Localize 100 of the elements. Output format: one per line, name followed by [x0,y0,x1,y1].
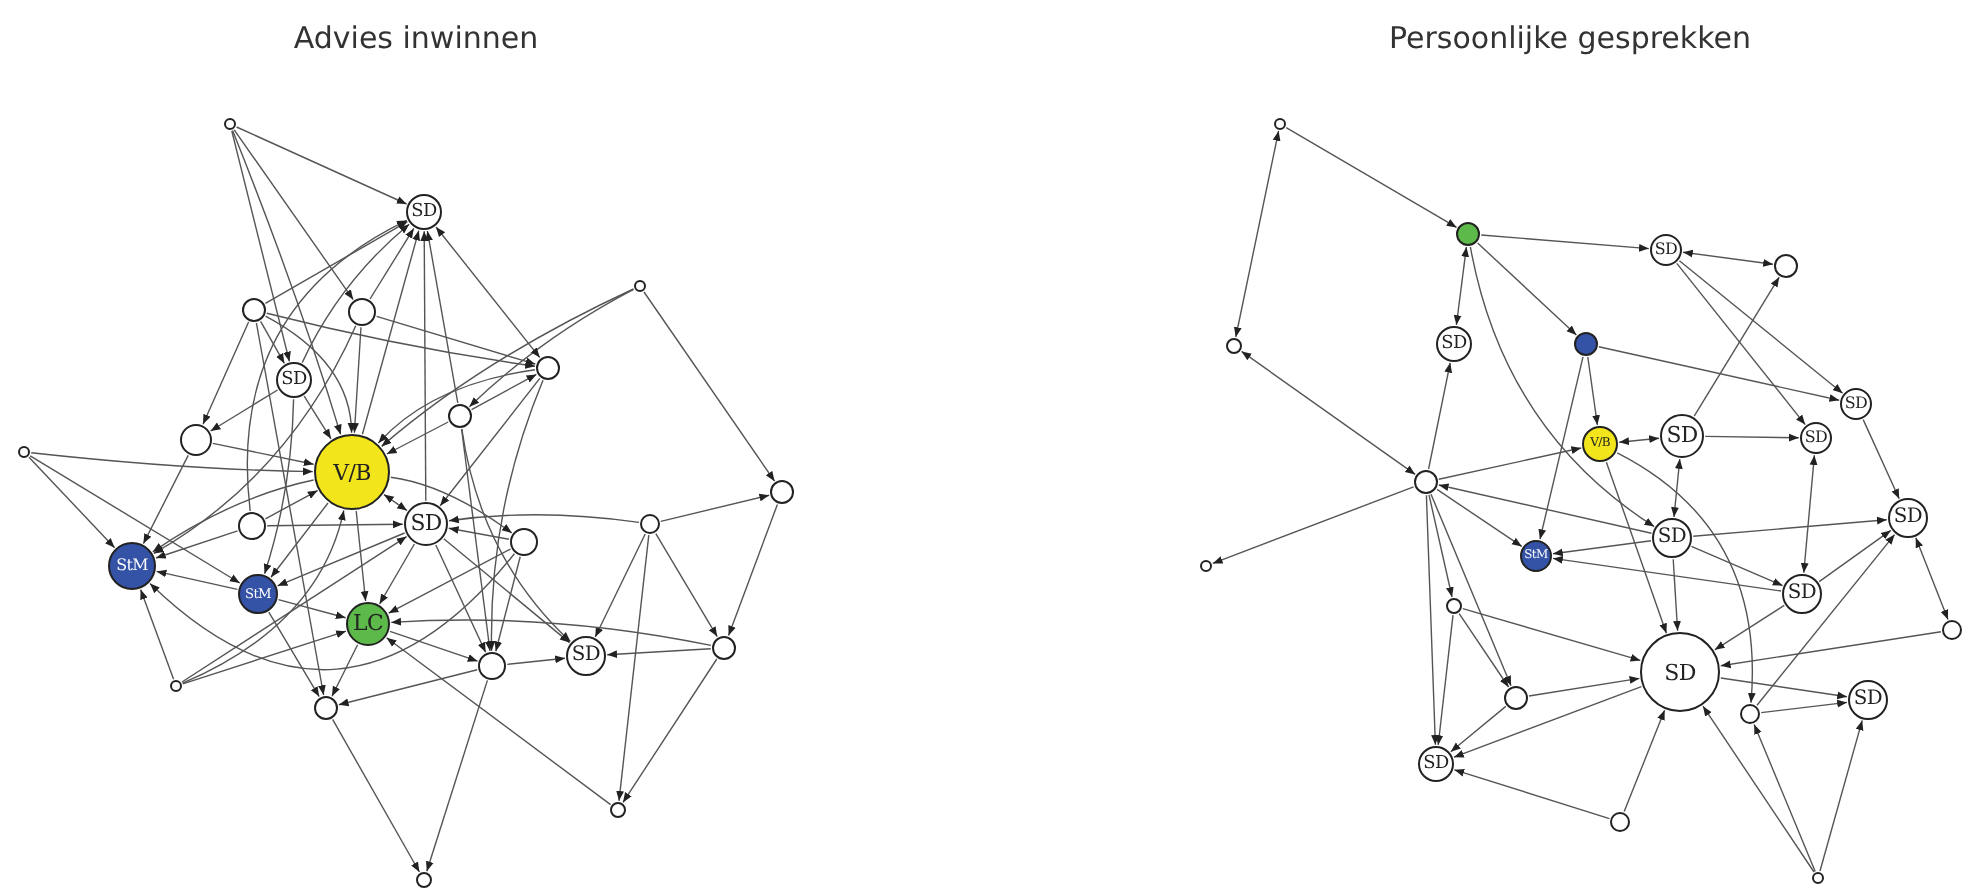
actor-node [478,652,506,680]
actor-node [640,514,660,534]
actor-node: SD [1436,326,1472,362]
arrow [727,503,779,637]
actor-node [1740,704,1760,724]
arrow [270,502,329,578]
arrow [1233,130,1281,338]
arrow [1693,276,1780,417]
arrow [1587,356,1600,426]
arrow [1682,249,1774,267]
arrow [231,129,342,436]
arrow [361,229,420,435]
arrow [1435,614,1454,746]
arrow [383,493,408,512]
arrow [209,389,279,432]
arrow [622,658,718,804]
arrow [152,479,315,553]
actor-node: SD [1888,498,1928,538]
actor-node [1274,118,1286,130]
arrow [1458,612,1510,688]
arrow [263,398,295,575]
arrow [355,510,369,602]
arrow [470,373,538,411]
arrow [369,227,415,300]
actor-node [314,696,338,720]
arrow [1453,769,1611,820]
arrow [1818,529,1892,583]
arrow [149,553,516,670]
arrow [351,326,362,434]
arrow [264,315,355,434]
arrow [643,291,776,482]
arrow [264,489,319,520]
actor-node: SD [1848,680,1888,720]
arrow [420,230,429,502]
actor-node [180,424,212,456]
arrow [1720,631,1942,669]
actor-node [238,512,266,540]
arrow [231,130,291,363]
actor-node [1610,812,1630,832]
arrow [1480,234,1650,252]
arrow [264,220,409,305]
arrow [1756,533,1896,706]
actor-node: LC [346,602,390,646]
actor-node [1226,338,1242,354]
actor-node: SD [404,502,448,546]
arrow [181,509,346,684]
arrow [1702,705,1815,873]
arrow [448,514,640,524]
arrow [1800,454,1818,574]
arrow [277,598,347,620]
arrow [1760,699,1848,714]
arrow [378,543,416,605]
actor-node [348,298,376,326]
arrow [301,223,410,364]
arrow [1704,433,1800,442]
actor-node [1414,470,1438,494]
arrow [1605,461,1668,634]
arrow [1285,126,1458,229]
arrow [448,526,510,540]
arrow [30,452,314,476]
arrow [426,679,489,872]
arrow [606,648,712,659]
arrow [439,377,541,507]
network-title: Advies inwinnen [293,20,539,56]
arrow [1436,488,1523,548]
arrow [153,325,357,555]
arrow [202,321,250,425]
arrow [1623,709,1666,813]
arrow [377,369,536,444]
actor-node [242,298,266,322]
arrow [380,288,635,448]
arrow [1690,545,1784,587]
actor-node [170,680,182,692]
arrow [1819,719,1864,872]
arrow [435,226,541,359]
actor-node: SD [566,636,606,676]
arrow [461,428,572,643]
arrow [139,588,175,680]
arrow [1692,516,1888,537]
arrow [1720,677,1848,700]
arrow [506,655,566,666]
arrow [1438,483,1653,534]
arrow [1427,362,1453,470]
arrow [435,544,487,653]
actor-node [536,356,560,380]
arrow [1240,350,1416,476]
arrow [385,637,612,806]
arrow [460,428,493,652]
arrow [1672,558,1681,632]
arrow [29,455,241,584]
arrow [1552,555,1782,592]
arrow [616,534,650,802]
arrow [1676,262,1806,426]
arrow [266,520,404,529]
arrow [425,230,459,404]
arrow [1671,458,1683,518]
arrow [386,421,449,455]
actor-node [1504,686,1528,710]
actor-node [416,872,432,888]
arrow [1425,494,1439,746]
